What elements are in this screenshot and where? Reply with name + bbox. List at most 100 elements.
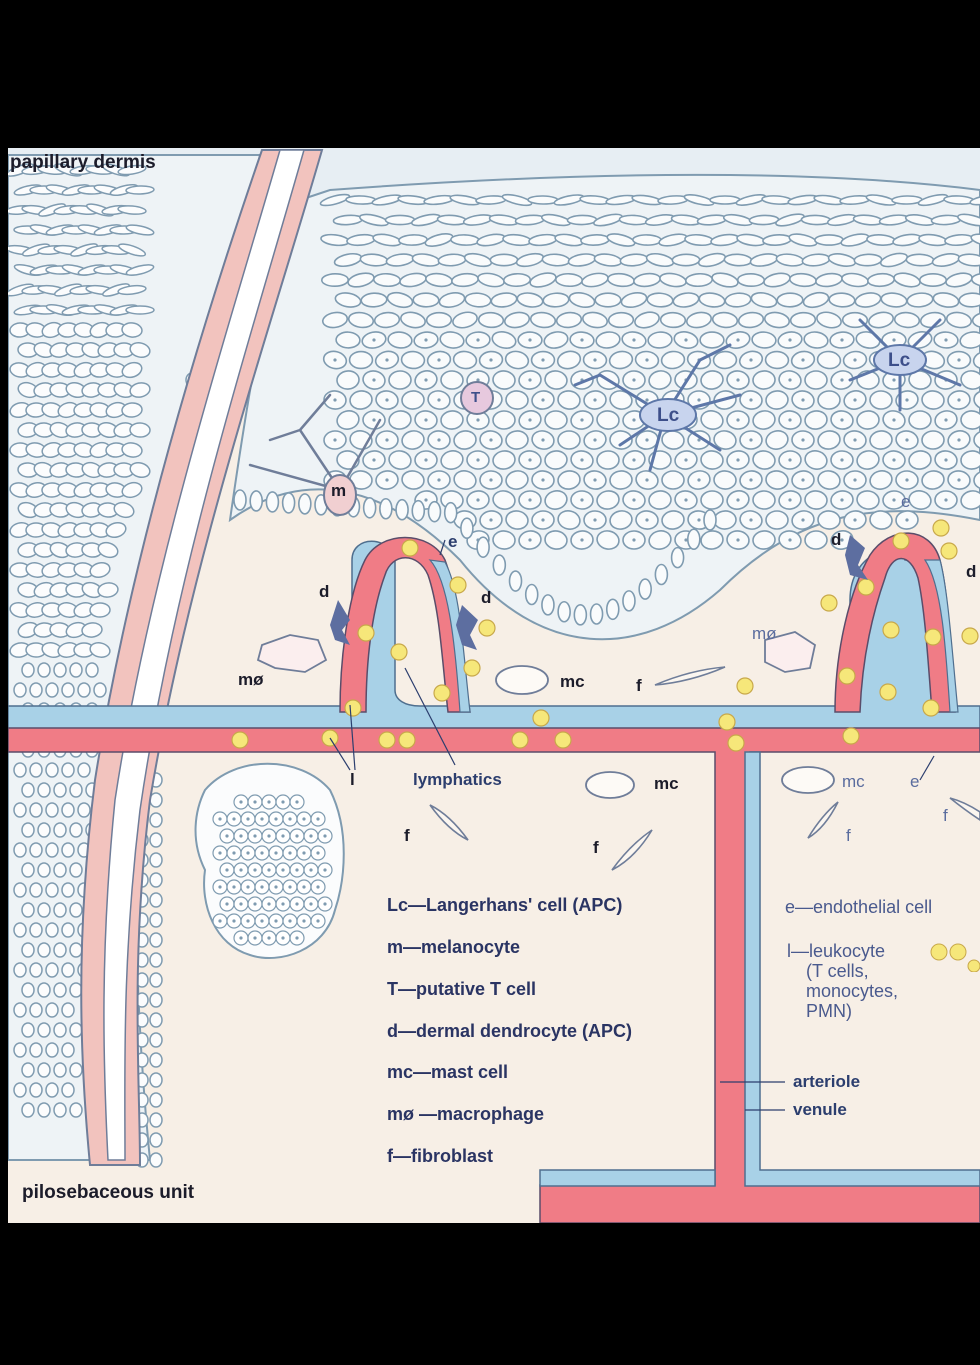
cell-nucleus [749,478,752,481]
root-sheath-cell [22,903,34,917]
cell-nucleus [476,498,479,501]
basal-cell [542,595,554,615]
root-sheath-cell [130,423,150,438]
cell-nucleus [528,498,531,501]
cell-nucleus [905,518,908,521]
root-sheath-cell [38,1023,50,1037]
cell-nucleus [593,358,596,361]
cell-nucleus [424,498,427,501]
root-sheath-cell [14,883,26,897]
cell-nucleus [333,358,336,361]
cell-nucleus [267,834,270,837]
cell-nucleus [697,398,700,401]
cell-nucleus [840,418,843,421]
keratinocyte [854,254,882,266]
keratinocyte [633,235,661,246]
cell-nucleus [218,919,221,922]
root-sheath-cell [150,1113,162,1127]
leukocyte-cell [843,728,859,744]
leukocyte-cell [391,644,407,660]
cell-nucleus [801,358,804,361]
cell-nucleus [295,936,298,939]
root-sheath-cell [46,923,58,937]
basal-cell [558,602,570,622]
legend-leukocyte-detail: (T cells, [806,961,869,982]
legend-item: mø —macrophage [387,1104,544,1125]
cell-nucleus [239,936,242,939]
cell-nucleus [225,834,228,837]
cell-nucleus [489,358,492,361]
cell-nucleus [424,338,427,341]
cell-nucleus [944,418,947,421]
root-sheath-cell [54,983,66,997]
keratinocyte [441,371,464,390]
root-sheath-cell [70,783,82,797]
cell-nucleus [267,902,270,905]
keratinocyte [906,254,934,266]
basal-cell [412,501,424,521]
dendrocyte-tag-3: d [831,530,841,550]
leukocyte-cell [512,732,528,748]
cell-nucleus [736,458,739,461]
cell-nucleus [309,834,312,837]
root-sheath-cell [22,663,34,677]
basal-cell [623,591,635,611]
root-sheath-cell [38,903,50,917]
leukocyte-cell [883,622,899,638]
root-sheath-cell [54,1023,66,1037]
basal-cell [266,492,278,512]
cell-nucleus [333,438,336,441]
keratinocyte [662,471,684,489]
keratinocyte [870,391,893,410]
legend-leukocyte: l—leukocyte [787,941,885,962]
root-sheath-cell [150,893,162,907]
cell-nucleus [476,418,479,421]
langerhans-tag-1: Lc [657,405,679,427]
cell-nucleus [892,498,895,501]
root-sheath-cell [150,953,162,967]
cell-nucleus [260,919,263,922]
keratinocyte [829,293,855,308]
papillary-dermis-label: papillary dermis [10,152,156,174]
root-sheath-cell [94,683,106,697]
cell-nucleus [528,418,531,421]
root-sheath-cell [14,1043,26,1057]
leukocyte-cell [533,710,549,726]
leukocyte-cell [941,543,957,559]
root-sheath-cell [62,963,74,977]
cell-nucleus [267,936,270,939]
cell-nucleus [476,338,479,341]
cell-nucleus [905,438,908,441]
cell-nucleus [385,398,388,401]
basal-cell [704,510,716,530]
root-sheath-cell [150,933,162,947]
sebocytes [213,795,332,945]
dendrocyte-tag-1: d [319,582,329,602]
cell-nucleus [225,868,228,871]
cell-nucleus [476,458,479,461]
fibroblast-tag-3: f [593,838,599,858]
cell-nucleus [253,800,256,803]
sebaceous-gland [196,764,344,958]
cell-nucleus [239,902,242,905]
cell-nucleus [288,885,291,888]
macrophage-tag-1: mø [238,670,264,690]
mast-tag-1: mc [560,672,585,692]
leukocyte-cell [737,678,753,694]
keratinocyte [490,254,517,265]
cell-nucleus [593,518,596,521]
root-sheath-cell [38,663,50,677]
cell-nucleus [736,418,739,421]
cell-nucleus [645,398,648,401]
keratinocyte [399,234,428,245]
cell-nucleus [267,800,270,803]
cell-nucleus [957,478,960,481]
root-sheath-cell [54,1103,66,1117]
root-sheath-cell [62,1043,74,1057]
cell-nucleus [385,438,388,441]
keratinocyte [749,215,778,225]
endothelial-tag-3: e [910,772,919,792]
cell-nucleus [295,834,298,837]
basal-cell [591,604,603,624]
root-sheath-cell [150,1013,162,1027]
